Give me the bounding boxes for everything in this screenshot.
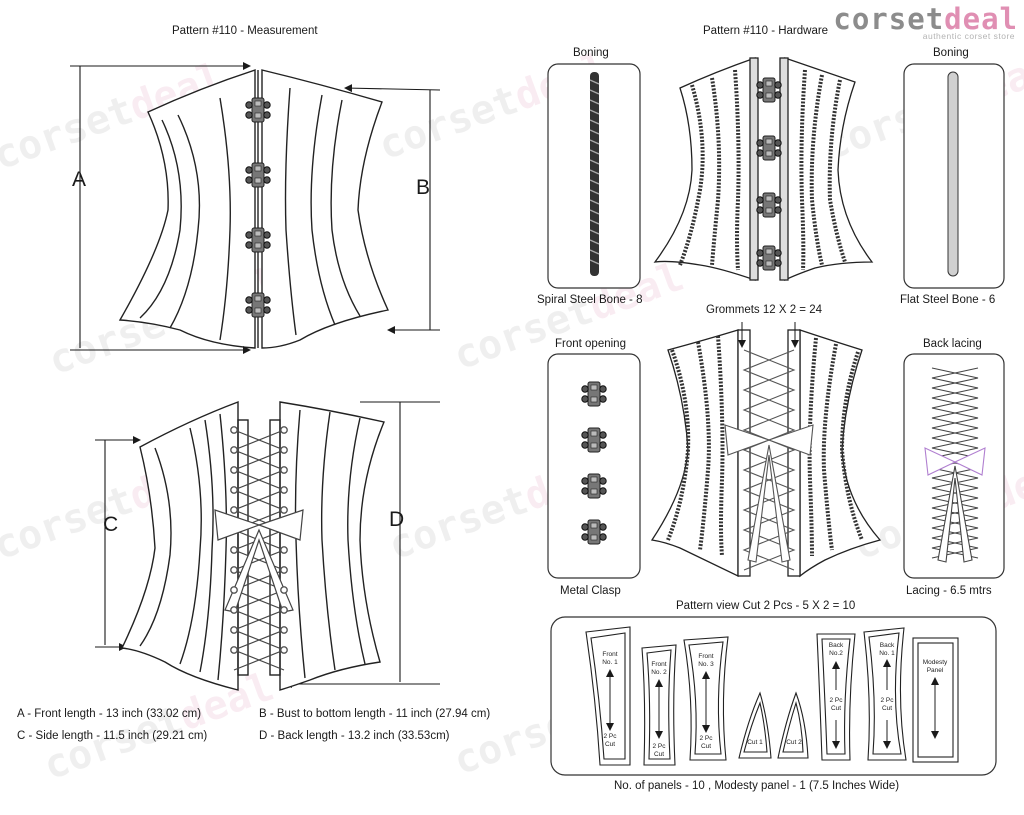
lacing-caption: Lacing - 6.5 mtrs: [906, 585, 992, 597]
piece-front2-c1: 2 Pc: [652, 743, 666, 750]
piece-cut2: Cut 2: [786, 739, 802, 746]
piece-back1-c1: 2 Pc: [880, 697, 894, 704]
piece-modesty-l2: Panel: [927, 667, 944, 674]
metal-clasp-caption: Metal Clasp: [560, 585, 621, 597]
legend-c: C - Side length - 11.5 inch (29.21 cm): [17, 730, 208, 742]
front-opening-heading: Front opening: [555, 338, 626, 350]
piece-front3-l1: Front: [698, 653, 713, 660]
back-lacing-box: [903, 353, 1005, 579]
piece-front1-l1: Front: [602, 651, 617, 658]
piece-front2-l1: Front: [651, 661, 666, 668]
piece-front1-c1: 2 Pc: [603, 733, 617, 740]
spiral-bone-caption: Spiral Steel Bone - 8: [537, 294, 643, 306]
piece-front3-c2: Cut: [701, 743, 711, 750]
svg-text:corsetdeal: corsetdeal: [38, 664, 280, 790]
legend-a: A - Front length - 13 inch (33.02 cm): [17, 708, 202, 720]
label-c: C: [103, 513, 119, 536]
piece-back2-c1: 2 Pc: [829, 697, 843, 704]
piece-front2-l2: No. 2: [651, 669, 667, 676]
back-corset: [120, 400, 385, 691]
grainline-arrows: [606, 659, 939, 749]
label-d: D: [389, 508, 405, 531]
front-opening-box: [547, 353, 641, 579]
piece-back1-l2: No. 1: [879, 650, 895, 657]
piece-front1-c2: Cut: [605, 741, 615, 748]
piece-back2-l1: Back: [829, 642, 844, 649]
hardware-back-bones: [666, 335, 864, 557]
flat-bone-caption: Flat Steel Bone - 6: [900, 294, 996, 306]
piece-front2-c2: Cut: [654, 751, 664, 758]
hardware-top-clasps: [756, 77, 782, 271]
piece-modesty-l1: Modesty: [923, 659, 948, 666]
piece-front3-l2: No. 3: [698, 661, 714, 668]
label-b: B: [416, 176, 431, 199]
grommets-caption: Grommets 12 X 2 = 24: [706, 304, 823, 316]
hardware-title: Pattern #110 - Hardware: [703, 25, 829, 37]
hardware-top-bones: [678, 69, 847, 271]
measurement-arrows: [70, 62, 441, 688]
pattern-pieces: [585, 626, 959, 766]
piece-cut1: Cut 1: [747, 739, 763, 746]
boning-left-heading: Boning: [573, 47, 609, 59]
back-lacing-heading: Back lacing: [923, 338, 982, 350]
hardware-back-lacing: [724, 349, 814, 571]
label-a: A: [72, 168, 87, 191]
piece-back2-l2: No.2: [829, 650, 843, 657]
piece-front3-c1: 2 Pc: [699, 735, 713, 742]
piece-back1-c2: Cut: [882, 705, 892, 712]
hardware-corset-top: [653, 57, 874, 282]
grommet-arrows: [738, 322, 799, 348]
brand-logo: corsetdeal: [833, 2, 1018, 36]
pattern-view-title: Pattern view Cut 2 Pcs - 5 X 2 = 10: [676, 600, 856, 612]
brand-tagline: authentic corset store: [922, 31, 1015, 41]
pattern-footer: No. of panels - 10 , Modesty panel - 1 (…: [614, 780, 900, 792]
piece-front1-l2: No. 1: [602, 659, 618, 666]
legend-d: D - Back length - 13.2 inch (33.53cm): [259, 730, 450, 742]
pattern-piece-labels: Front No. 1 2 Pc Cut Front No. 2 2 Pc Cu…: [602, 642, 948, 758]
measurement-title: Pattern #110 - Measurement: [172, 25, 318, 37]
flat-steel-bone: [947, 71, 959, 277]
legend-b: B - Bust to bottom length - 11 inch (27.…: [259, 708, 491, 720]
piece-back1-l1: Back: [880, 642, 895, 649]
lacing-sample: [924, 367, 986, 563]
spiral-steel-bone: [589, 72, 600, 276]
boning-right-heading: Boning: [933, 47, 969, 59]
piece-back2-c2: Cut: [831, 705, 841, 712]
front-corset: [118, 69, 390, 349]
